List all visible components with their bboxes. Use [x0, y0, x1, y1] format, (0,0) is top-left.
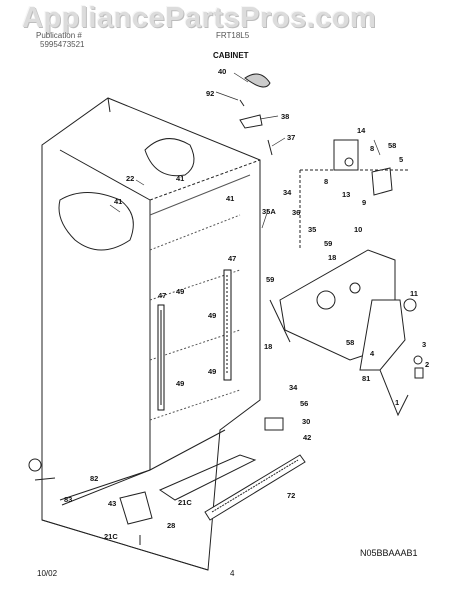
bottom-panel — [59, 454, 306, 521]
part-label-72: 72 — [287, 491, 295, 500]
part-label-3: 3 — [422, 340, 426, 349]
part-label-43: 43 — [108, 499, 116, 508]
part-label-8: 8 — [370, 144, 374, 153]
part-label-8: 8 — [324, 177, 328, 186]
part-label-58: 58 — [388, 141, 396, 150]
part-label-41: 41 — [114, 197, 122, 206]
fasteners — [28, 298, 424, 545]
footer-page-number: 4 — [230, 569, 235, 578]
part-label-9: 9 — [362, 198, 366, 207]
part-label-11: 11 — [410, 289, 418, 298]
insulation-patch-top — [58, 138, 195, 251]
part-label-82: 82 — [90, 474, 98, 483]
part-label-14: 14 — [357, 126, 366, 135]
part-label-59: 59 — [266, 275, 274, 284]
part-label-22: 22 — [126, 174, 134, 183]
part-label-1: 1 — [395, 398, 399, 407]
part-label-40: 40 — [218, 67, 226, 76]
part-label-92: 92 — [206, 89, 214, 98]
part-label-38: 38 — [281, 112, 289, 121]
part-label-4: 4 — [370, 349, 375, 358]
section-title: CABINET — [213, 51, 249, 60]
part-label-83: 83 — [64, 495, 72, 504]
part-label-49: 49 — [208, 311, 216, 320]
part-label-59: 59 — [324, 239, 332, 248]
diagram-code: N05BBAAAB1 — [360, 548, 418, 558]
control-housing — [279, 249, 409, 417]
part-label-42: 42 — [303, 433, 311, 442]
part-label-49: 49 — [176, 287, 184, 296]
part-label-34: 34 — [289, 383, 298, 392]
part-label-18: 18 — [264, 342, 272, 351]
part-label-35: 35 — [308, 225, 316, 234]
part-label-49: 49 — [176, 379, 184, 388]
part-label-37: 37 — [287, 133, 295, 142]
part-labels: 40 92 38 37 14 58 5 8 8 13 9 22 41 41 41… — [64, 67, 429, 541]
part-label-18: 18 — [328, 253, 336, 262]
footer-date: 10/02 — [37, 569, 58, 578]
part-label-35A: 35A — [262, 207, 276, 216]
part-label-81: 81 — [362, 374, 370, 383]
publication-label: Publication # — [36, 31, 82, 40]
thermostat-cluster — [299, 139, 410, 250]
part-label-47: 47 — [158, 291, 166, 300]
part-label-41: 41 — [226, 194, 234, 203]
part-label-28: 28 — [167, 521, 175, 530]
part-label-34: 34 — [283, 188, 292, 197]
part-label-36: 36 — [292, 208, 300, 217]
model-number: FRT18L5 — [216, 31, 250, 40]
part-label-58: 58 — [346, 338, 354, 347]
top-hardware — [239, 73, 273, 156]
part-label-47: 47 — [228, 254, 236, 263]
shelf-support-right — [223, 269, 232, 381]
part-label-41: 41 — [176, 174, 184, 183]
part-label-56: 56 — [300, 399, 308, 408]
part-label-5: 5 — [399, 155, 403, 164]
part-label-13: 13 — [342, 190, 350, 199]
part-label-21C: 21C — [104, 532, 118, 541]
publication-number: 5995473521 — [40, 40, 85, 49]
part-label-21C: 21C — [178, 498, 192, 507]
part-label-49: 49 — [208, 367, 216, 376]
part-label-10: 10 — [354, 225, 362, 234]
shelf-support-left — [157, 304, 165, 411]
part-label-2: 2 — [425, 360, 429, 369]
watermark: AppliancePartsPros.com — [22, 2, 377, 34]
part-label-30: 30 — [302, 417, 310, 426]
